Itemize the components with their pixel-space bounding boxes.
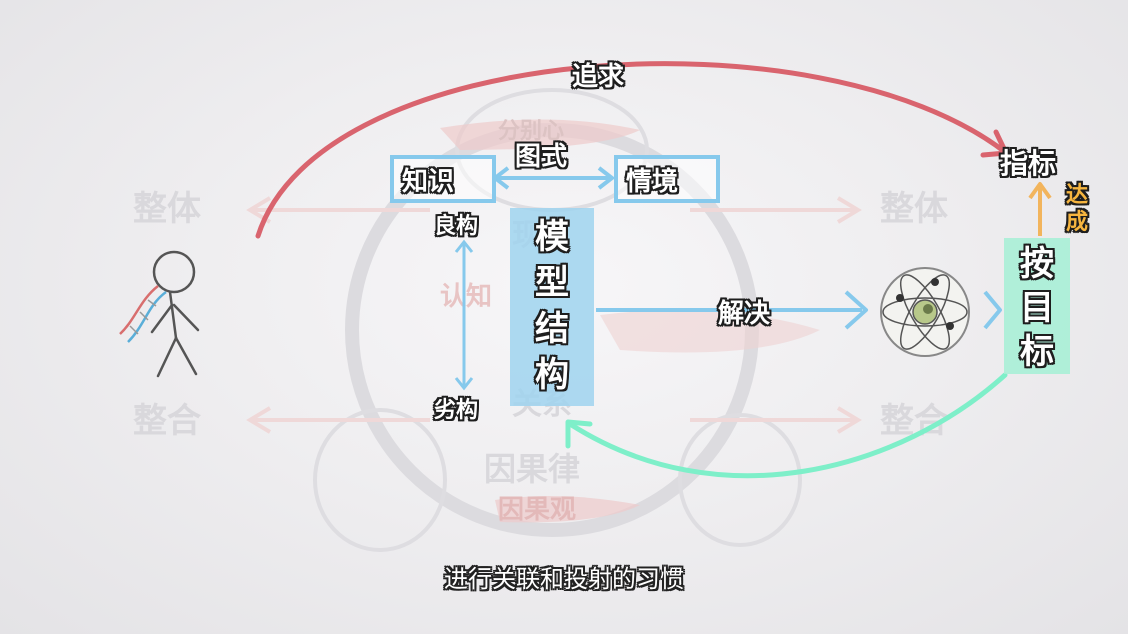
- reach-char-1: 达: [1066, 183, 1089, 208]
- knowledge-label: 知识: [402, 167, 455, 197]
- ghost-top-center: 分别心: [498, 119, 564, 144]
- pursue-arrow-head: [980, 129, 1009, 158]
- pursue-label: 追求: [572, 62, 625, 92]
- model-char-3: 结: [535, 309, 569, 349]
- situation-label: 情境: [626, 167, 679, 197]
- solve-label: 解决: [718, 299, 771, 329]
- model-char-4: 构: [535, 355, 569, 395]
- target-char-1: 按: [1020, 244, 1054, 284]
- return-arrow: [567, 372, 1008, 479]
- by-target-text: 按 目 标: [1004, 242, 1070, 374]
- ghost-causal-view: 因果观: [498, 495, 576, 525]
- schema-label: 图式: [515, 142, 568, 172]
- ghost-cognition: 认知: [440, 282, 492, 312]
- atom-icon: [880, 267, 970, 357]
- target-char-2: 目: [1020, 288, 1054, 328]
- ghost-integrate-left: 整合: [133, 401, 201, 441]
- target-char-3: 标: [1020, 332, 1054, 372]
- knowledge-box: 知识: [390, 155, 496, 203]
- model-char-2: 型: [535, 263, 569, 303]
- ghost-whole-right: 整体: [880, 189, 948, 229]
- good-structure-label: 良构: [434, 214, 479, 239]
- situation-box: 情境: [614, 155, 720, 203]
- ghost-causal-law: 因果律: [484, 450, 580, 488]
- subtitle-caption: 进行关联和投射的习惯: [444, 565, 684, 593]
- reach-text: 达 成: [1066, 182, 1088, 236]
- indicator-label: 指标: [1000, 147, 1057, 180]
- stick-figure-icon: [150, 250, 200, 378]
- dna-icon: [119, 285, 167, 343]
- reach-char-2: 成: [1066, 210, 1089, 235]
- pursue-arrow: [255, 61, 1008, 239]
- bad-structure-label: 劣构: [434, 398, 479, 423]
- model-char-1: 模: [535, 217, 569, 257]
- by-target-box: [1004, 238, 1070, 374]
- model-structure-text: 模 型 结 构: [510, 214, 594, 398]
- ghost-whole-left: 整体: [133, 189, 201, 229]
- model-structure-box: [510, 208, 594, 406]
